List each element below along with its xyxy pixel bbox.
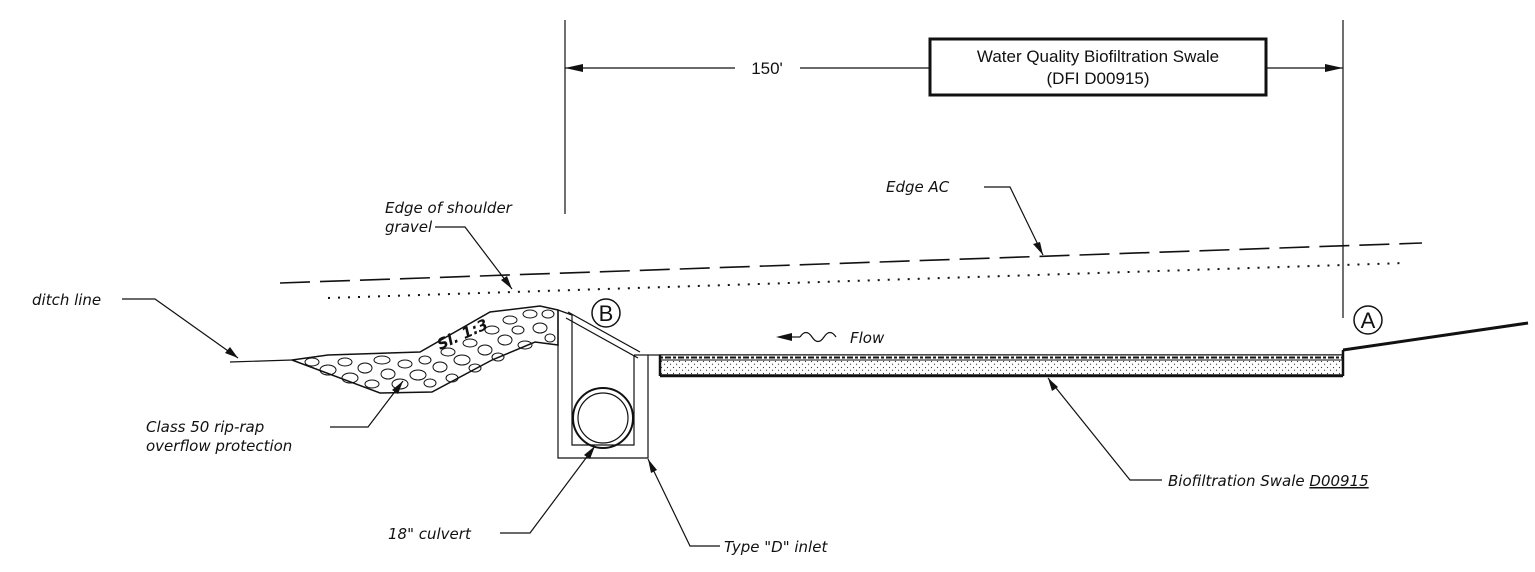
flow-arrow-icon: [776, 333, 792, 341]
flow-label: Flow: [850, 329, 885, 347]
type-d-inlet: [557, 309, 660, 459]
edge-ac-arrow-icon: [1033, 242, 1043, 255]
swale-label-prefix: Biofiltration Swale: [1168, 472, 1309, 490]
edge-shoulder-arrow-icon: [501, 276, 512, 289]
inlet-arrow-icon: [648, 459, 657, 473]
swale-leader: [1047, 377, 1162, 481]
riprap-region: [291, 305, 559, 394]
marker-a: A: [1353, 305, 1383, 335]
marker-b: B: [591, 298, 621, 328]
svg-text:A: A: [1361, 308, 1376, 333]
edge-ac-leader: [984, 186, 1044, 256]
title-line-2: (DFI D00915): [1047, 69, 1150, 88]
arrowhead-left-icon: [565, 64, 583, 72]
swale-bed: [658, 350, 1345, 378]
title-line-1: Water Quality Biofiltration Swale: [977, 47, 1219, 66]
flow-indicator: Flow: [776, 329, 885, 347]
culvert-leader: [500, 445, 596, 534]
edge-ac-line: [279, 242, 1423, 284]
dimension-line: [565, 64, 1343, 72]
svg-text:B: B: [599, 301, 614, 326]
swale-arrow-icon: [1048, 378, 1058, 391]
edge-shoulder-label-1: Edge of shoulder: [385, 199, 513, 217]
ditch-line-leader: [122, 298, 239, 359]
right-ground-line: [1342, 321, 1529, 352]
arrowhead-right-icon: [1325, 64, 1343, 72]
title-box: Water Quality Biofiltration Swale (DFI D…: [928, 37, 1268, 97]
riprap-label-1: Class 50 rip-rap: [146, 418, 264, 436]
inlet-leader: [647, 458, 720, 547]
edge-shoulder-label-2: gravel: [385, 218, 433, 236]
riprap-leader: [330, 380, 404, 428]
culvert-pipe: [572, 387, 634, 449]
edge-shoulder-gravel-line: [327, 262, 1406, 299]
riprap-arrow-icon: [392, 381, 403, 394]
swale-label: Biofiltration Swale D00915: [1168, 472, 1369, 490]
edge-shoulder-leader: [435, 226, 513, 290]
inlet-label: Type "D" inlet: [724, 538, 828, 556]
swale-label-code: D00915: [1309, 472, 1368, 490]
culvert-label: 18" culvert: [388, 525, 472, 543]
riprap-label-2: overflow protection: [146, 437, 292, 455]
dimension-label: 150': [751, 59, 783, 78]
ditch-ground-line: [229, 359, 293, 363]
edge-ac-label: Edge AC: [886, 178, 950, 196]
ditch-line-arrow-icon: [225, 347, 238, 358]
ditch-line-label: ditch line: [32, 291, 101, 309]
culvert-arrow-icon: [584, 446, 595, 459]
inlet-grate: [567, 311, 641, 353]
